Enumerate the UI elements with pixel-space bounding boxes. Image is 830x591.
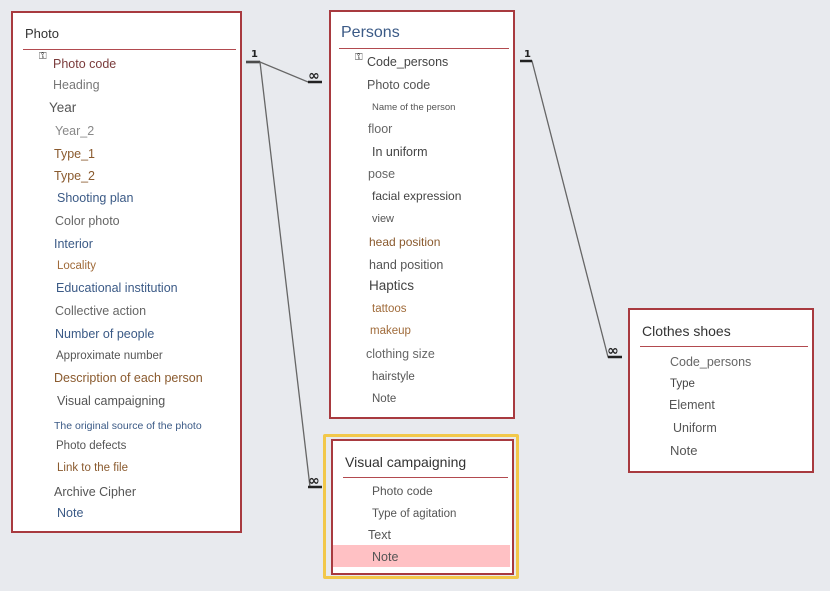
field-archive-cipher[interactable]: Archive Cipher — [54, 485, 136, 499]
field-locality[interactable]: Locality — [57, 260, 96, 272]
field-color-photo[interactable]: Color photo — [55, 214, 120, 228]
field-head-position[interactable]: head position — [369, 235, 441, 249]
field-code-persons[interactable]: Code_persons — [670, 355, 752, 369]
cardinality-one-persons: 1 — [524, 49, 531, 60]
cardinality-many-visual: ∞ — [308, 473, 320, 489]
field-number-of-people[interactable]: Number of people — [55, 327, 155, 341]
field-visual-campaigning[interactable]: Visual campaigning — [57, 394, 166, 408]
field-type[interactable]: Type — [670, 378, 695, 390]
field-description-of-each-person[interactable]: Description of each person — [54, 371, 203, 385]
field-uniform[interactable]: Uniform — [673, 421, 717, 435]
link-persons-clothes[interactable] — [520, 60, 622, 358]
field-type-1[interactable]: Type_1 — [54, 147, 96, 161]
field-note[interactable]: Note — [57, 506, 84, 520]
field-note-selected[interactable]: Note — [372, 550, 399, 564]
table-persons-title: Persons — [339, 22, 509, 49]
selected-table-frame — [323, 434, 519, 579]
field-shooting-plan[interactable]: Shooting plan — [57, 191, 134, 205]
table-photo[interactable]: Photo ⚿ Photo code Heading Year Year_2 T… — [11, 11, 242, 533]
field-note[interactable]: Note — [670, 443, 698, 458]
link-photo-visual[interactable] — [246, 61, 322, 488]
field-text[interactable]: Text — [368, 528, 391, 542]
field-makeup[interactable]: makeup — [370, 325, 411, 337]
field-tattoos[interactable]: tattoos — [372, 303, 407, 315]
field-year[interactable]: Year — [49, 100, 77, 115]
field-in-uniform[interactable]: In uniform — [372, 145, 428, 159]
field-floor[interactable]: floor — [368, 122, 393, 136]
field-approximate-number[interactable]: Approximate number — [56, 350, 163, 362]
field-view[interactable]: view — [372, 213, 395, 225]
table-persons[interactable]: Persons ⚿ Code_persons Photo code Name o… — [329, 10, 515, 419]
table-clothes-shoes-title: Clothes shoes — [640, 320, 808, 347]
field-type-2[interactable]: Type_2 — [54, 169, 96, 183]
field-facial-expression[interactable]: facial expression — [372, 189, 462, 203]
field-original-source[interactable]: The original source of the photo — [54, 420, 202, 432]
selected-row-highlight — [333, 545, 510, 567]
field-photo-code[interactable]: Photo code — [53, 57, 117, 71]
table-photo-title: Photo — [23, 23, 236, 50]
field-link-to-the-file[interactable]: Link to the file — [57, 462, 128, 474]
field-type-of-agitation[interactable]: Type of agitation — [372, 508, 457, 520]
field-name-of-the-person[interactable]: Name of the person — [372, 102, 456, 113]
cardinality-many-persons: ∞ — [308, 68, 320, 84]
field-year-2[interactable]: Year_2 — [55, 124, 95, 138]
table-visual-campaigning[interactable]: Visual campaigning Photo code Type of ag… — [331, 439, 514, 575]
field-hairstyle[interactable]: hairstyle — [372, 371, 415, 383]
primary-key-icon: ⚿ — [39, 51, 47, 62]
field-pose[interactable]: pose — [368, 167, 396, 181]
field-interior[interactable]: Interior — [54, 237, 93, 251]
cardinality-many-clothes: ∞ — [607, 343, 619, 359]
field-hand-position[interactable]: hand position — [369, 258, 444, 272]
cardinality-one-photo: 1 — [251, 49, 258, 60]
field-element[interactable]: Element — [669, 398, 715, 412]
field-educational-institution[interactable]: Educational institution — [56, 281, 178, 295]
field-photo-code[interactable]: Photo code — [372, 484, 433, 498]
field-clothing-size[interactable]: clothing size — [366, 347, 435, 361]
table-clothes-shoes[interactable]: Clothes shoes Code_persons Type Element … — [628, 308, 814, 473]
field-code-persons[interactable]: Code_persons — [367, 55, 449, 69]
field-collective-action[interactable]: Collective action — [55, 304, 147, 318]
field-note[interactable]: Note — [372, 393, 397, 405]
field-haptics[interactable]: Haptics — [369, 278, 415, 293]
table-visual-campaigning-title: Visual campaigning — [343, 451, 508, 478]
field-photo-defects[interactable]: Photo defects — [56, 440, 127, 452]
field-photo-code[interactable]: Photo code — [367, 78, 431, 92]
primary-key-icon: ⚿ — [355, 52, 363, 63]
field-heading[interactable]: Heading — [53, 78, 100, 92]
